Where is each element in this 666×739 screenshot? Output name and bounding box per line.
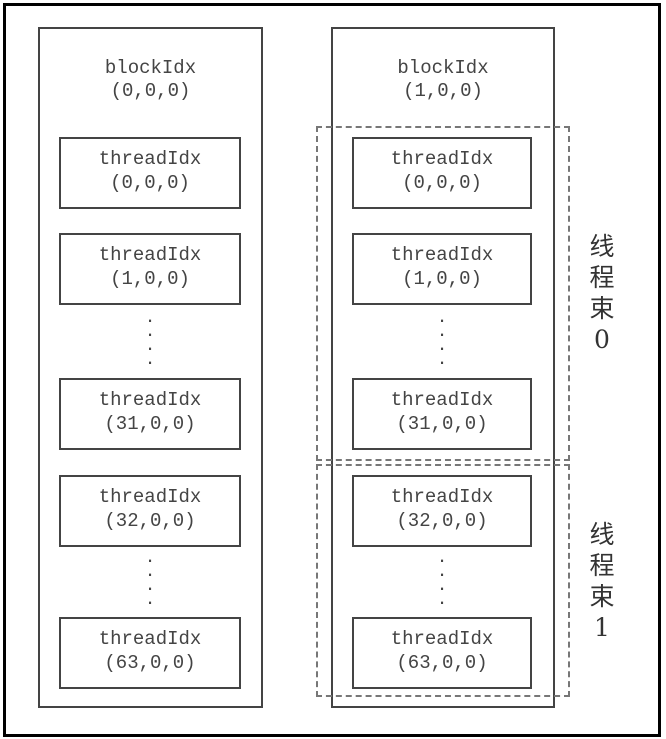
ellipsis-vertical: ···· <box>146 307 154 374</box>
block-0-index: (0,0,0) <box>110 80 191 102</box>
warp-1-outline <box>316 464 570 697</box>
warp-1-label: 线 程 束 1 <box>589 520 615 642</box>
ellipsis-vertical: ···· <box>146 547 154 614</box>
thread-box: threadIdx(63,0,0) <box>352 617 532 689</box>
block-1-index: (1,0,0) <box>403 80 483 102</box>
thread-box: threadIdx(0,0,0) <box>59 137 241 209</box>
ellipsis-vertical: ···· <box>438 547 446 614</box>
thread-box: threadIdx(1,0,0) <box>59 233 241 305</box>
thread-box: threadIdx(32,0,0) <box>59 475 241 547</box>
warp-0-outline <box>316 126 570 461</box>
block-1-title: blockIdx <box>397 57 489 79</box>
ellipsis-vertical: ···· <box>438 307 446 374</box>
warp-0-label: 线 程 束 0 <box>589 232 615 354</box>
thread-box: threadIdx(31,0,0) <box>352 378 532 450</box>
block-0-title: blockIdx <box>104 57 197 79</box>
thread-box: threadIdx(0,0,0) <box>352 137 532 209</box>
thread-box: threadIdx(32,0,0) <box>352 475 532 547</box>
thread-box: threadIdx(31,0,0) <box>59 378 241 450</box>
thread-box: threadIdx(63,0,0) <box>59 617 241 689</box>
thread-box: threadIdx(1,0,0) <box>352 233 532 305</box>
